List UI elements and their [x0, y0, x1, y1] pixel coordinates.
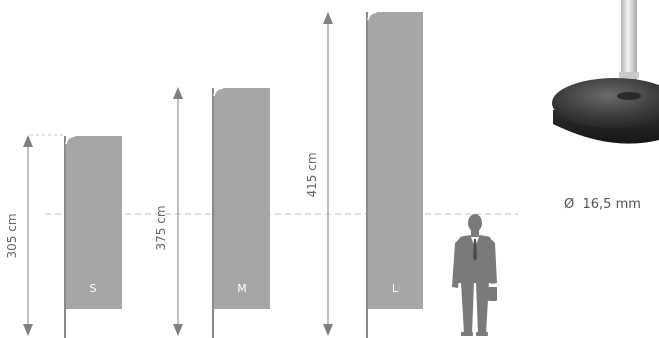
base-socket [617, 92, 641, 100]
flag-l-arrow-up-icon [323, 12, 333, 24]
flag-s-arrow-up-icon [23, 135, 33, 147]
flag-s-size-label: S [90, 282, 97, 295]
flag-m-size-label: M [237, 282, 247, 295]
flag-s: 305 cm S [5, 135, 122, 338]
base-pole-collar [619, 72, 639, 78]
flag-l-pole [366, 12, 368, 338]
flag-m-arrow-up-icon [173, 87, 183, 99]
flag-m-arrow-down-icon [173, 324, 183, 336]
flag-s-height-label: 305 cm [5, 213, 19, 258]
flag-l-banner [368, 12, 423, 309]
flag-s-banner [66, 136, 122, 309]
flag-s-curl [65, 135, 76, 145]
flag-m-pole [212, 88, 214, 338]
flag-m-height-label: 375 cm [154, 205, 168, 250]
flag-s-pole [64, 136, 66, 338]
pole-diameter-label: Ø 16,5 mm [564, 197, 641, 212]
flag-l-curl [367, 11, 378, 21]
flag-s-arrow-down-icon [23, 324, 33, 336]
base-top [552, 78, 659, 128]
flag-l: 415 cm L [305, 11, 423, 338]
flag-m-banner [214, 88, 270, 309]
businessman-silhouette-icon [452, 214, 497, 336]
weighted-pole-base-icon [552, 0, 659, 144]
flag-m-curl [213, 87, 224, 97]
flag-l-arrow-down-icon [323, 324, 333, 336]
flag-m: 375 cm M [154, 87, 270, 338]
flag-l-size-label: L [392, 282, 399, 295]
flag-l-height-label: 415 cm [305, 152, 319, 197]
